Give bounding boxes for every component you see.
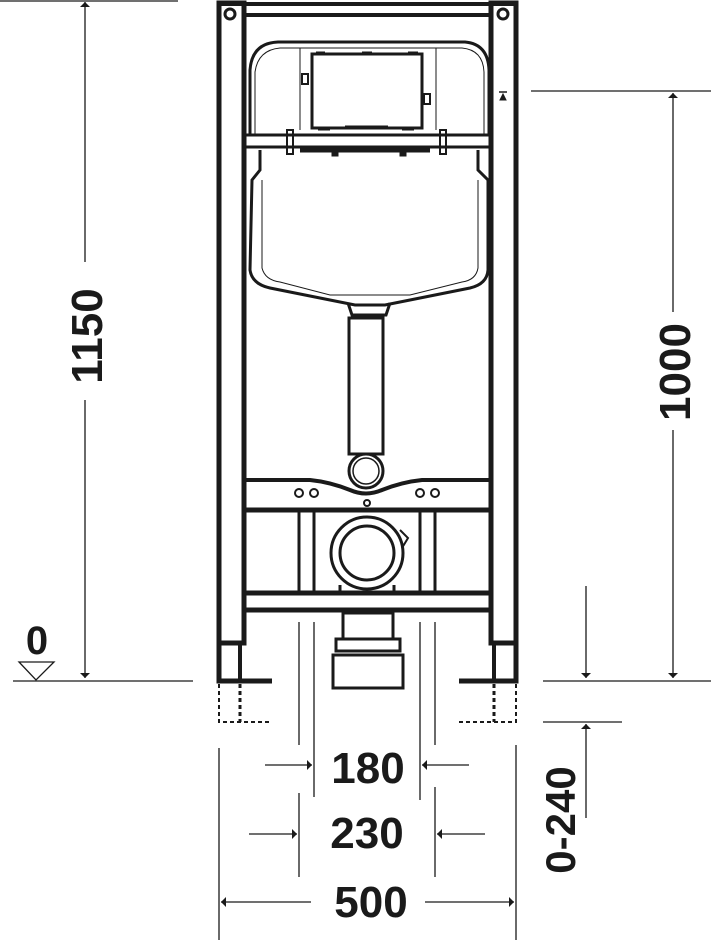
frame: [216, 0, 519, 723]
dim-label-floor-zero: 0: [26, 619, 48, 663]
flush-opening: [310, 52, 424, 130]
dim-label-500: 500: [334, 878, 407, 927]
dim-label-1000: 1000: [651, 323, 700, 421]
flush-pipe: [347, 316, 385, 456]
left-foot: [216, 643, 272, 684]
bolt-hole-icon: [430, 488, 440, 498]
dim-label-0-240: 0-240: [537, 766, 584, 873]
mount-hole-icon: [223, 7, 237, 21]
cistern-upper: [248, 40, 491, 135]
dim-label-180: 180: [331, 744, 404, 793]
right-foot: [459, 643, 519, 684]
dim-label-230: 230: [330, 809, 403, 858]
left-upright: [216, 0, 247, 646]
cistern-body: [248, 150, 490, 307]
floor-level-icon: [17, 661, 56, 681]
mount-hole-icon: [496, 7, 510, 21]
drain-outlet: [341, 611, 395, 641]
dim-label-1150: 1150: [63, 288, 112, 383]
pipe-connector: [347, 452, 385, 490]
bolt-hole-icon: [294, 488, 304, 498]
mounting-bar: [242, 133, 493, 149]
lower-crossbar: [244, 478, 491, 496]
drain-connector: [329, 515, 405, 591]
bolt-hole-icon: [309, 488, 319, 498]
bolt-hole-icon: [415, 488, 425, 498]
water-level-icon: [499, 91, 507, 101]
